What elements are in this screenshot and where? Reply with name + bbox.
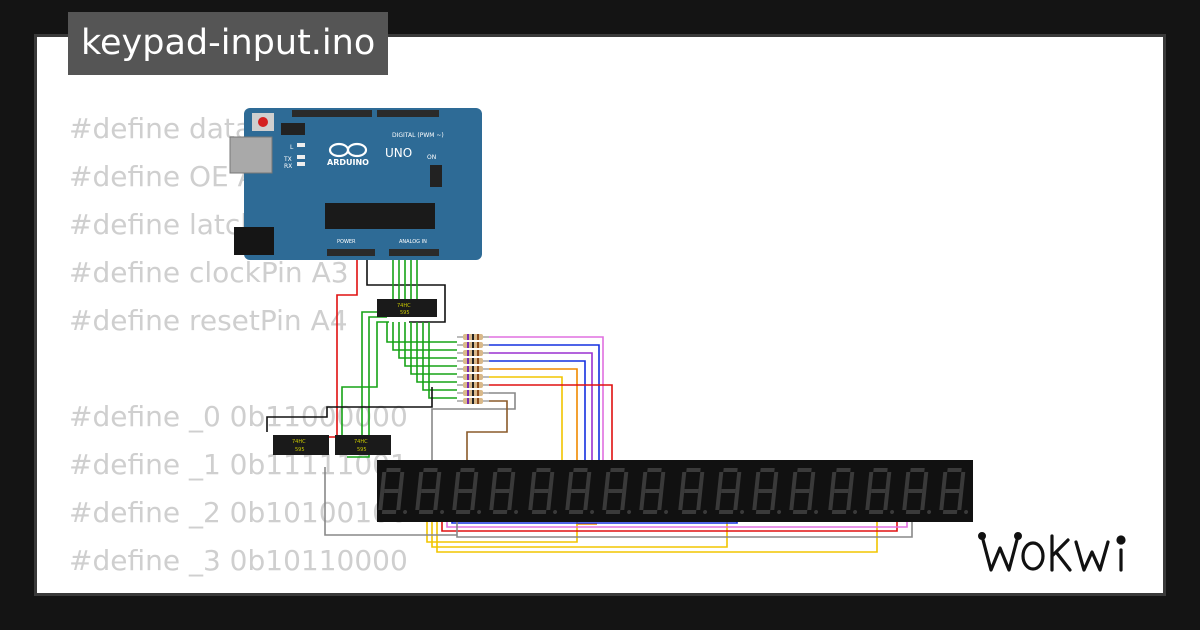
resistor — [457, 374, 489, 380]
seven-segment-digit — [565, 468, 595, 514]
code-line: #define _4 0b10011001 — [69, 585, 408, 593]
chip-left-line2: 595 — [295, 447, 305, 453]
code-line: #define _3 0b10110000 — [69, 544, 408, 577]
chip-top-line2: 595 — [400, 310, 410, 316]
power-jack — [234, 227, 274, 255]
usb-connector — [229, 136, 273, 174]
digital-pin-header-right — [377, 110, 439, 117]
seven-segment-digit — [865, 468, 895, 514]
power-header-label: POWER — [337, 239, 356, 245]
circuit-diagram: DIGITAL (PWM ~) ARDUINO UNO ON L TX RX P… — [229, 108, 973, 553]
wokwi-logo — [977, 531, 1126, 572]
chip-left-line1: 74HC — [292, 439, 306, 445]
wire-green-r7 — [422, 322, 457, 391]
shift-register-left: 74HC 595 — [273, 435, 329, 455]
seven-segment-digit — [528, 468, 558, 514]
seven-segment-digit — [939, 468, 969, 514]
wire-black-chips — [266, 387, 433, 432]
resistor — [457, 342, 489, 348]
code-line: #define resetPin A4 — [69, 304, 348, 337]
resistor — [457, 358, 489, 364]
chip-right-line2: 595 — [357, 447, 367, 453]
resistor — [457, 390, 489, 396]
wire-black-top — [366, 252, 446, 323]
wire-gray-bus — [456, 517, 913, 538]
resistor — [457, 382, 489, 388]
wire-green-r1 — [386, 322, 457, 343]
shift-register-right: 74HC 595 — [335, 435, 391, 455]
wire-pink-seg — [489, 336, 604, 468]
icsp-header-right — [430, 165, 442, 187]
seven-segment-digit — [602, 468, 632, 514]
seven-segment-digit — [902, 468, 932, 514]
project-filename: keypad-input.ino — [68, 12, 389, 75]
wire-green-r2 — [392, 322, 457, 351]
digital-header-label: DIGITAL (PWM ~) — [392, 132, 444, 139]
resistor — [457, 366, 489, 372]
arduino-brand-label: ARDUINO — [327, 158, 369, 167]
wire-green-r4 — [404, 322, 457, 367]
code-line: #define clockPin A3 — [69, 256, 349, 289]
chip-top-line1: 74HC — [397, 303, 411, 309]
power-pin-header — [327, 249, 375, 256]
seven-segment-digit — [752, 468, 782, 514]
preview-card: #define dataPin A0#define OE A1#define l… — [34, 34, 1166, 596]
shift-register-top: 74HC 595 — [377, 299, 437, 317]
wire-yellow-bus-1 — [426, 517, 578, 543]
seven-segment-digit — [789, 468, 819, 514]
seven-segment-digit — [828, 468, 858, 514]
seven-segment-digit — [452, 468, 482, 514]
wire-green-r3 — [398, 322, 457, 359]
chip-right-line1: 74HC — [354, 439, 368, 445]
wire-gray-long — [324, 467, 457, 536]
icsp-header — [281, 123, 305, 135]
wire-green-3 — [341, 321, 389, 437]
arduino-uno-board: DIGITAL (PWM ~) ARDUINO UNO ON L TX RX P… — [229, 108, 482, 260]
seven-segment-digit — [639, 468, 669, 514]
analog-pin-header — [389, 249, 439, 256]
atmega-chip — [325, 203, 435, 229]
wire-red-power — [282, 252, 358, 438]
wire-orange-seg — [489, 368, 597, 525]
resistor — [457, 334, 489, 340]
led-label-l: L — [290, 144, 294, 151]
seven-segment-digit — [489, 468, 519, 514]
reset-button-cap — [258, 117, 268, 127]
seven-segment-digits — [378, 468, 969, 514]
wire-green-r6 — [416, 322, 457, 383]
resistor — [457, 350, 489, 356]
seven-segment-digit — [415, 468, 445, 514]
seven-segment-digit — [678, 468, 708, 514]
arduino-model-label: UNO — [385, 146, 412, 160]
led-label-rx: RX — [284, 163, 292, 170]
arduino-infinity-logo — [328, 142, 368, 158]
wire-brown-seg — [466, 400, 508, 462]
led-tx — [297, 155, 305, 159]
led-label-tx: TX — [283, 156, 292, 163]
wire-green-r5 — [410, 322, 457, 375]
wire-yellow-bus-2 — [431, 517, 728, 548]
code-line: #define _0 0b11000000 — [69, 400, 408, 433]
resistor-bank — [457, 334, 489, 404]
wire-gray-seg — [431, 392, 516, 462]
seven-segment-digit — [715, 468, 745, 514]
digital-pin-header-left — [292, 110, 372, 117]
analog-header-label: ANALOG IN — [399, 239, 427, 245]
wire-red-bus — [441, 517, 898, 532]
led-rx — [297, 162, 305, 166]
on-led-label: ON — [427, 154, 436, 161]
seven-segment-digit — [378, 468, 408, 514]
resistor — [457, 398, 489, 404]
board-pcb — [244, 108, 482, 260]
wire-green-r8 — [428, 322, 457, 399]
led-l — [297, 143, 305, 147]
